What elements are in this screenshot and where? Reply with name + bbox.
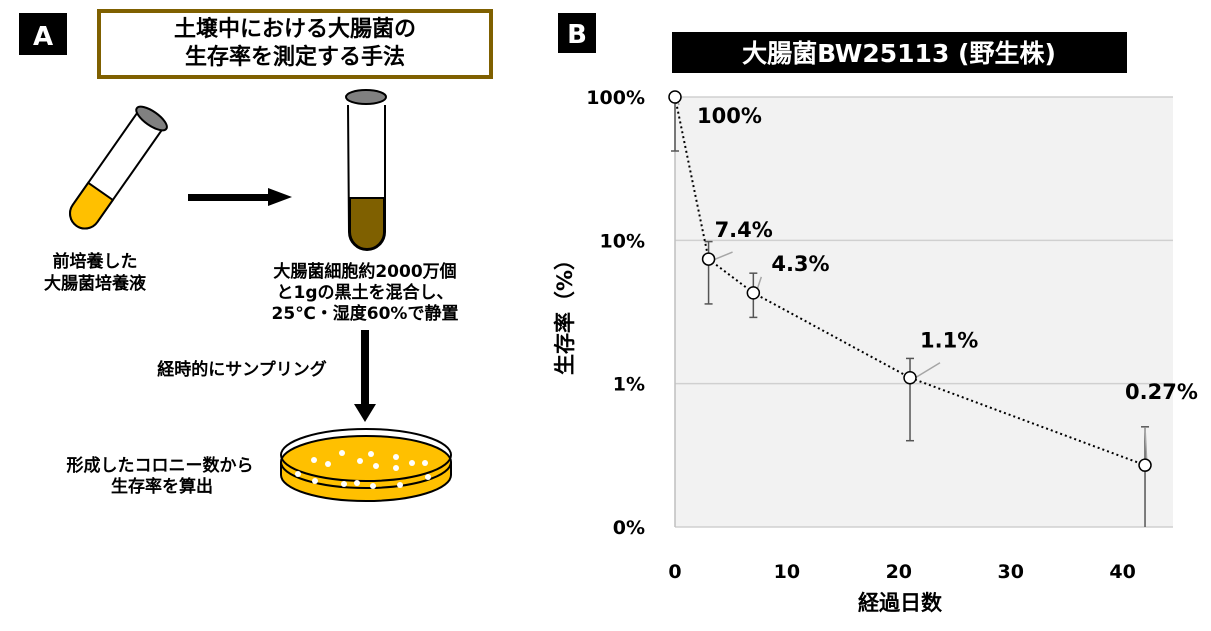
survival-series: 100% 7.4% 4.3% 1.1% 0.27% bbox=[668, 90, 1198, 527]
step1-line2: 大腸菌培養液 bbox=[44, 273, 146, 294]
x-tick-labels: 0 10 20 30 40 bbox=[668, 561, 1135, 583]
method-title-line1: 土壌中における大腸菌の bbox=[174, 16, 416, 42]
data-label: 1.1% bbox=[920, 329, 978, 353]
step3-line1: 形成したコロニー数から bbox=[67, 455, 254, 476]
panel-a-label-box bbox=[19, 13, 67, 55]
x-tick-label: 30 bbox=[998, 561, 1024, 583]
x-tick-label: 40 bbox=[1109, 561, 1135, 583]
chart-title-box bbox=[672, 32, 1127, 73]
down-arrow-icon bbox=[354, 330, 376, 422]
data-label: 100% bbox=[697, 104, 762, 128]
x-tick-label: 10 bbox=[774, 561, 800, 583]
y-tick-label: 100% bbox=[586, 87, 645, 109]
step2-line3: 25℃・湿度60%で静置 bbox=[272, 303, 459, 324]
panel-b-label-box bbox=[558, 13, 596, 53]
x-tick-label: 20 bbox=[886, 561, 912, 583]
panel-b: B 大腸菌BW25113 (野生株) 100% 10% 1% 0% 0 10 20 30 40… bbox=[553, 13, 1198, 615]
y-tick-label: 10% bbox=[600, 230, 645, 252]
y-tick-labels: 100% 10% 1% 0% bbox=[586, 87, 645, 539]
culture-tube-icon bbox=[69, 105, 168, 230]
data-point bbox=[1138, 458, 1152, 472]
method-title-box bbox=[97, 9, 493, 79]
y-tick-label: 0% bbox=[613, 517, 645, 539]
panel-a: A 土壌中における大腸菌の 生存率を測定する手法 前培養した 大腸菌培養液 大腸… bbox=[19, 9, 493, 502]
right-arrow-icon bbox=[188, 188, 292, 206]
petri-dish-icon bbox=[280, 428, 452, 502]
soil-tube-icon bbox=[345, 89, 387, 251]
data-point bbox=[903, 370, 917, 385]
data-label: 7.4% bbox=[715, 218, 773, 242]
step2-line2: と1gの黒土を混合し、 bbox=[277, 282, 454, 303]
step3-line2: 生存率を算出 bbox=[111, 476, 213, 497]
panel-a-label: A bbox=[33, 22, 53, 52]
step1-line1: 前培養した bbox=[53, 251, 138, 272]
x-tick-label: 0 bbox=[668, 561, 681, 583]
y-axis-title: 生存率（%） bbox=[553, 249, 577, 375]
plot-area bbox=[675, 97, 1173, 527]
method-title-line2: 生存率を測定する手法 bbox=[185, 44, 405, 70]
step2-line1: 大腸菌細胞約2000万個 bbox=[273, 261, 456, 282]
x-axis-title: 経過日数 bbox=[858, 591, 943, 615]
chart-title: 大腸菌BW25113 (野生株) bbox=[742, 39, 1056, 68]
y-tick-label: 1% bbox=[613, 374, 645, 396]
error-bar bbox=[704, 240, 713, 305]
data-label: 4.3% bbox=[771, 252, 829, 276]
error-bar bbox=[1141, 426, 1150, 527]
sampling-label: 経時的にサンプリング bbox=[157, 359, 327, 380]
data-point bbox=[746, 286, 761, 300]
gridlines bbox=[675, 96, 1173, 528]
data-point bbox=[701, 252, 716, 266]
error-bar bbox=[671, 97, 679, 152]
data-label: 0.27% bbox=[1125, 380, 1198, 404]
panel-b-label: B bbox=[567, 20, 587, 50]
data-point bbox=[668, 90, 682, 104]
